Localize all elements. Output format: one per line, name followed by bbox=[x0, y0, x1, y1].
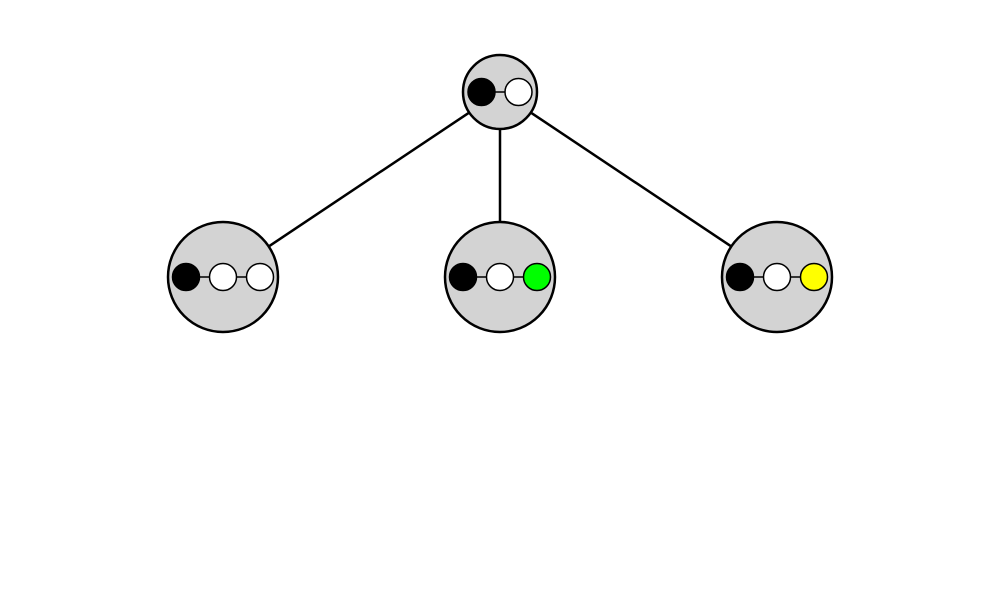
tree-node-child-right bbox=[720, 220, 834, 334]
token-black bbox=[467, 77, 496, 107]
token-white bbox=[762, 262, 792, 292]
tree-edges bbox=[268, 111, 732, 248]
token-black bbox=[448, 262, 478, 292]
token-black bbox=[171, 262, 201, 292]
token-white bbox=[504, 77, 533, 107]
tree-node-child-left bbox=[166, 220, 280, 334]
token-white bbox=[208, 262, 238, 292]
edge-root-to-child-left bbox=[268, 111, 470, 248]
tree-nodes bbox=[166, 53, 834, 334]
edge-root-to-child-right bbox=[530, 111, 732, 248]
token-yellow bbox=[799, 262, 829, 292]
tree-node-root bbox=[461, 53, 539, 131]
token-green bbox=[522, 262, 552, 292]
token-white bbox=[485, 262, 515, 292]
token-black bbox=[725, 262, 755, 292]
token-white bbox=[245, 262, 275, 292]
tree-node-child-middle bbox=[443, 220, 557, 334]
